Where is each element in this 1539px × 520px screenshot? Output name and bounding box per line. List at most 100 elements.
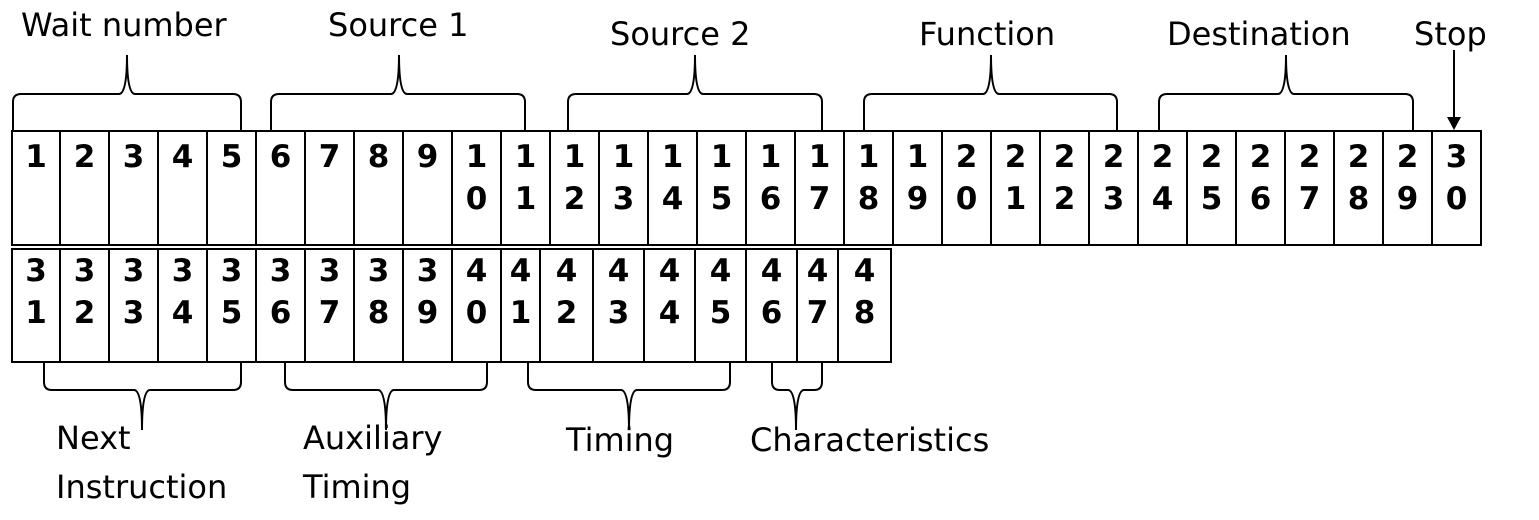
bit-cell: 6 xyxy=(255,130,306,246)
bit-number-digit: 4 xyxy=(509,253,532,289)
bit-number-digit: 2 xyxy=(1102,139,1125,175)
bit-number-digit: 0 xyxy=(465,295,488,331)
bit-number-digit: 3 xyxy=(171,253,194,289)
bit-number-digit: 6 xyxy=(759,181,782,217)
bit-number-digit: 1 xyxy=(25,139,47,175)
bit-number-digit: 6 xyxy=(269,139,292,175)
bit-number-digit: 3 xyxy=(1445,139,1468,175)
bit-number-digit: 4 xyxy=(465,253,488,289)
bit-number-digit: 1 xyxy=(509,295,532,331)
bit-number-digit: 5 xyxy=(710,181,733,217)
bit-number-digit: 5 xyxy=(1200,181,1223,217)
bit-number-digit: 0 xyxy=(465,181,488,217)
bit-number-digit: 4 xyxy=(171,295,194,331)
bit-number-digit: 3 xyxy=(122,253,145,289)
bit-number-digit: 2 xyxy=(955,139,978,175)
bit-number-digit: 9 xyxy=(1396,181,1419,217)
bit-number-digit: 1 xyxy=(563,139,586,175)
bit-number-digit: 7 xyxy=(808,181,831,217)
stop-arrow-head xyxy=(1447,117,1461,130)
brace-source-1 xyxy=(270,54,526,130)
bit-number-digit: 1 xyxy=(465,139,488,175)
bit-number-digit: 1 xyxy=(906,139,929,175)
bit-number-digit: 2 xyxy=(1004,139,1027,175)
bit-cell: 2 xyxy=(59,130,110,246)
brace-destination xyxy=(1158,54,1414,130)
bit-number-digit: 2 xyxy=(1151,139,1174,175)
group-label-destination: Destination xyxy=(1167,15,1351,53)
brace-wait-number xyxy=(12,54,242,130)
bit-number-digit: 8 xyxy=(1347,181,1370,217)
bit-number-digit: 2 xyxy=(563,181,586,217)
bit-number-digit: 8 xyxy=(857,181,880,217)
group-label-characteristics: Characteristics xyxy=(750,421,990,459)
group-label-next-instruction: Next Instruction xyxy=(56,419,228,506)
bit-number-digit: 4 xyxy=(555,253,578,289)
bit-number-digit: 6 xyxy=(269,295,292,331)
bit-number-digit: 4 xyxy=(760,253,783,289)
bit-number-digit: 2 xyxy=(73,295,96,331)
bit-number-digit: 2 xyxy=(1347,139,1370,175)
brace-source-2 xyxy=(567,54,823,130)
bit-number-digit: 4 xyxy=(171,139,194,175)
brace-function xyxy=(863,54,1118,130)
bit-number-digit: 7 xyxy=(806,295,829,331)
bit-number-digit: 3 xyxy=(269,253,292,289)
bit-number-digit: 4 xyxy=(1151,181,1174,217)
bit-cell: 9 xyxy=(402,130,453,246)
bit-number-digit: 2 xyxy=(555,295,578,331)
bit-number-digit: 4 xyxy=(806,253,829,289)
bit-number-digit: 2 xyxy=(1053,139,1076,175)
bit-number-digit: 8 xyxy=(853,295,876,331)
bit-number-digit: 1 xyxy=(514,139,537,175)
bit-cell: 8 xyxy=(353,130,404,246)
bit-number-digit: 7 xyxy=(1298,181,1321,217)
bit-number-digit: 7 xyxy=(318,139,341,175)
bit-number-digit: 6 xyxy=(760,295,783,331)
group-label-source-2: Source 2 xyxy=(610,15,751,53)
bit-number-digit: 5 xyxy=(709,295,732,331)
bit-number-digit: 9 xyxy=(416,295,439,331)
bit-cell: 7 xyxy=(304,130,355,246)
bit-number-digit: 3 xyxy=(1102,181,1125,217)
bit-number-digit: 9 xyxy=(906,181,929,217)
group-label-wait-number: Wait number xyxy=(21,6,227,44)
bit-number-digit: 2 xyxy=(1200,139,1223,175)
bit-number-digit: 5 xyxy=(220,295,243,331)
bit-number-digit: 4 xyxy=(709,253,732,289)
bit-number-digit: 3 xyxy=(25,253,47,289)
bit-number-digit: 1 xyxy=(25,295,47,331)
bit-number-digit: 3 xyxy=(612,181,635,217)
bit-cell: 3 xyxy=(108,130,159,246)
bit-number-digit: 1 xyxy=(857,139,880,175)
bit-number-digit: 6 xyxy=(1249,181,1272,217)
bit-number-digit: 3 xyxy=(367,253,390,289)
bit-number-digit: 3 xyxy=(122,295,145,331)
bit-number-digit: 1 xyxy=(612,139,635,175)
brace-next-instruction xyxy=(43,363,242,431)
